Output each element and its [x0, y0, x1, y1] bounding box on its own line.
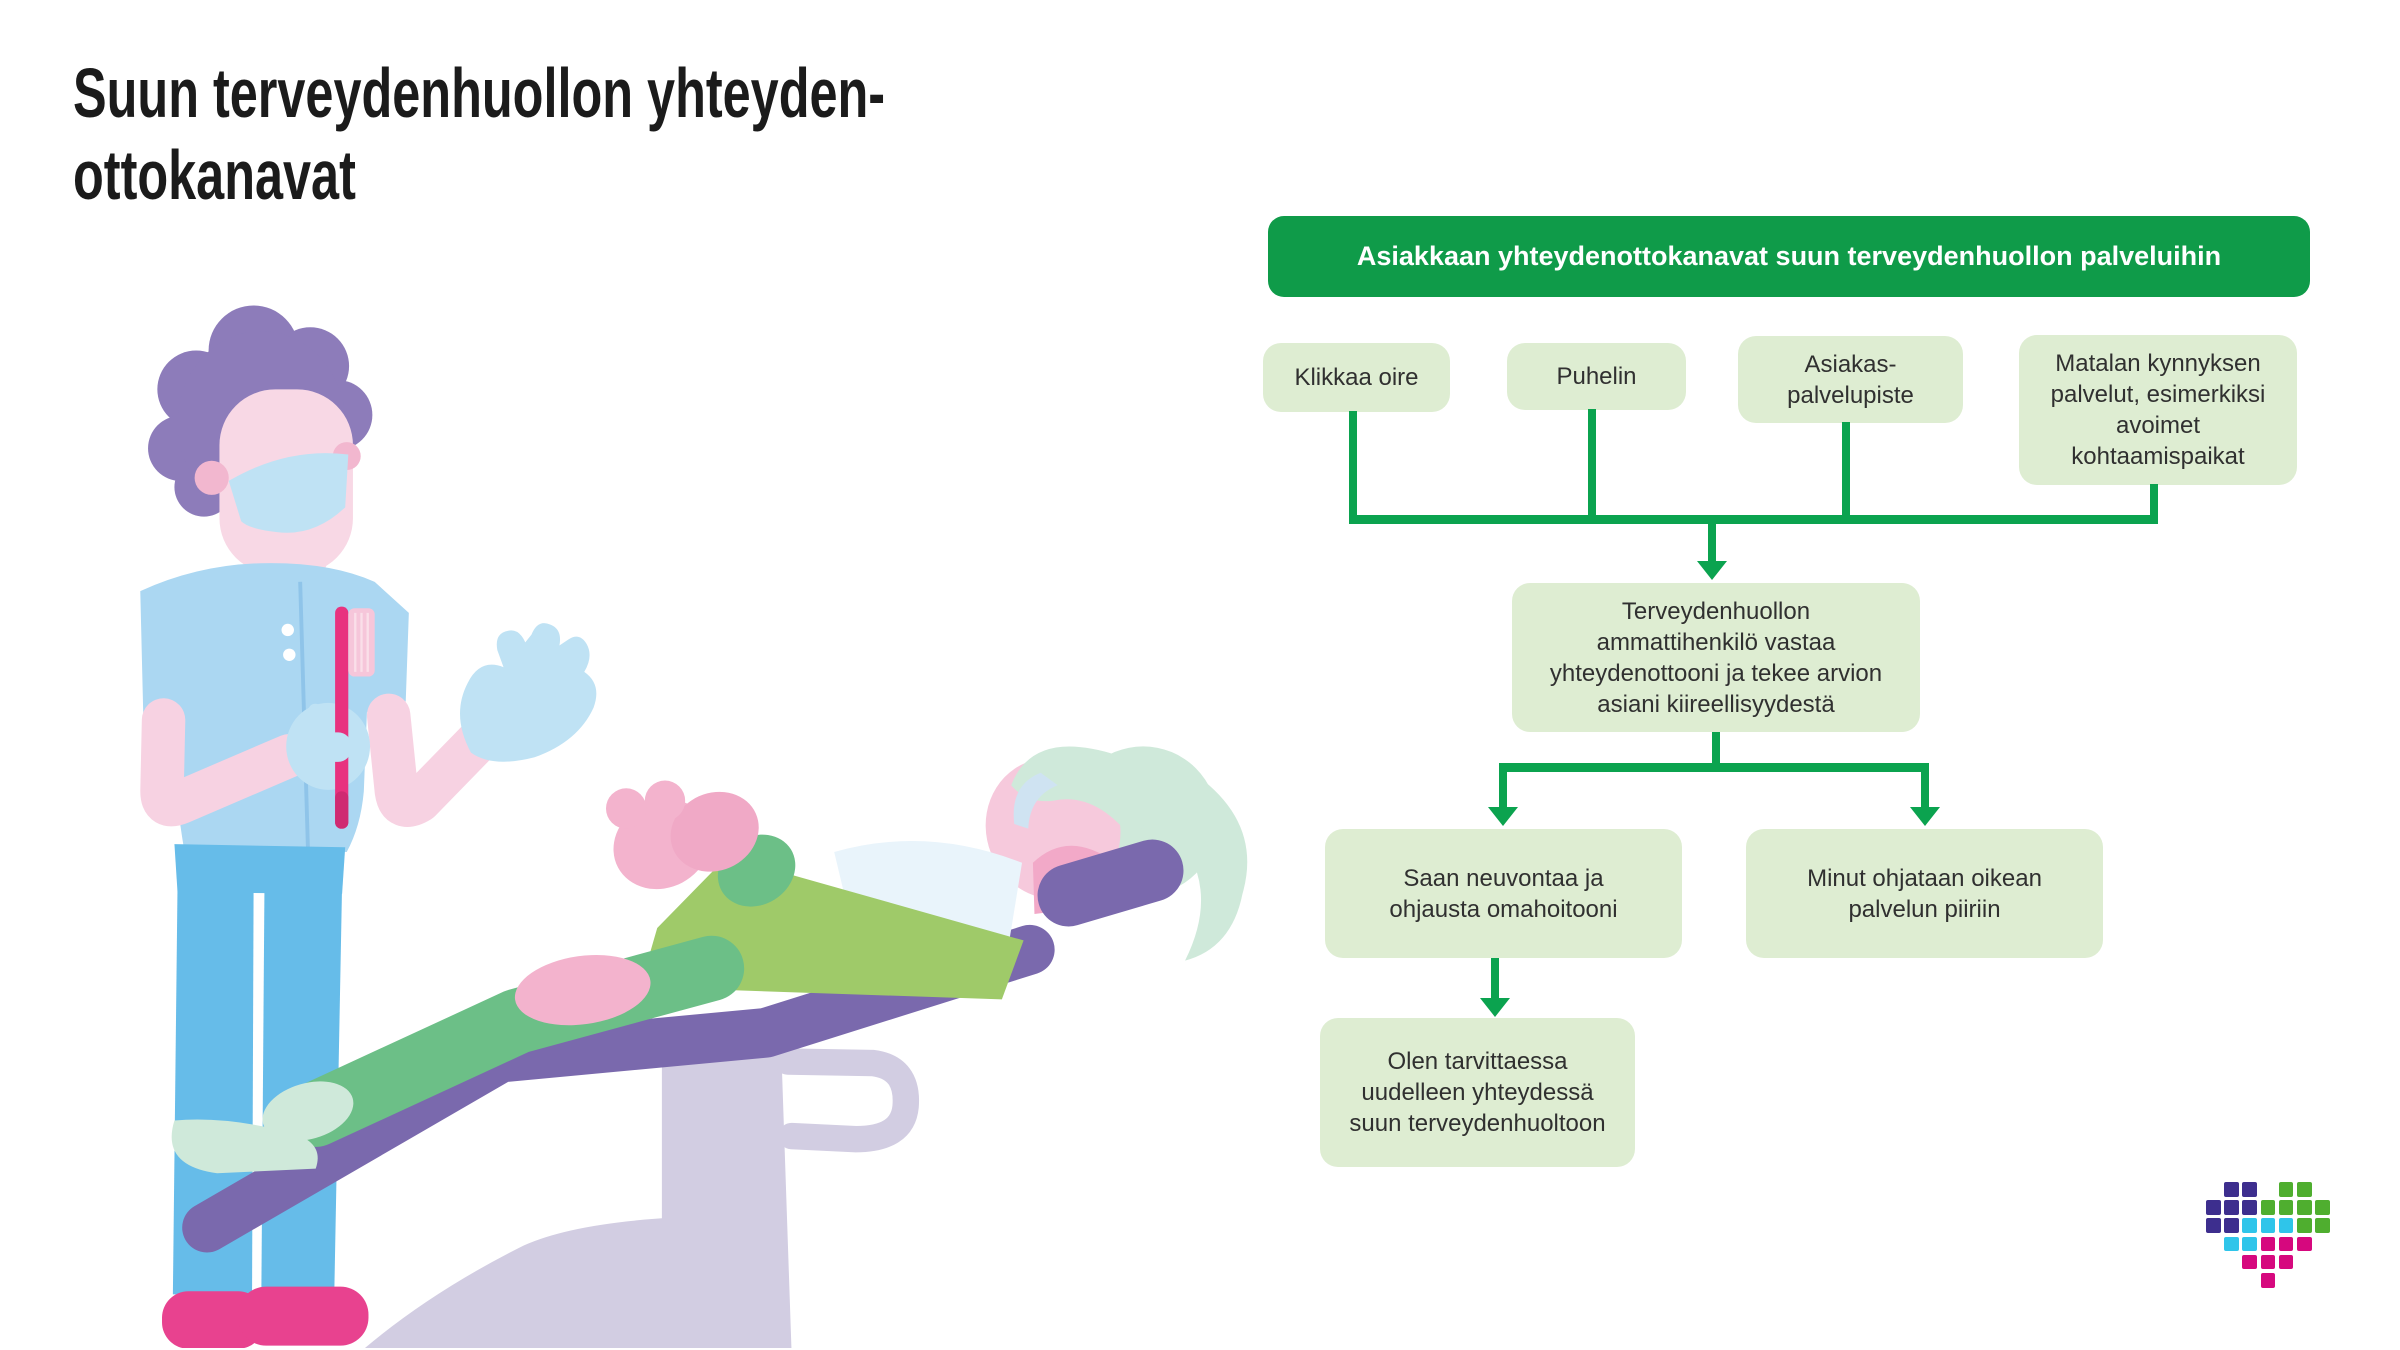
connector-line	[2150, 484, 2158, 519]
logo-pixel	[2260, 1254, 2276, 1270]
dentist-figure	[140, 305, 597, 1348]
arrow-down-icon	[1910, 807, 1940, 826]
dentist-open-glove	[460, 623, 597, 762]
logo-pixel	[2297, 1200, 2312, 1215]
dentist-ear	[194, 460, 229, 495]
connector-line	[1588, 409, 1596, 519]
patient-hair-clip	[1013, 772, 1058, 829]
outcome-box-neuvonta: Saan neuvontaa ja ohjausta omahoitooni	[1325, 829, 1682, 958]
chair-armrest-loop	[774, 1048, 920, 1153]
patient-shirt	[834, 841, 1023, 949]
connector-line	[1712, 732, 1720, 767]
connector-line	[1708, 515, 1716, 563]
toothbrush	[335, 606, 375, 829]
logo-pixel	[2242, 1254, 2257, 1270]
followup-box: Olen tarvittaessa uudelleen yhteydessä s…	[1320, 1018, 1635, 1167]
arrow-down-icon	[1488, 807, 1518, 826]
channel-label: Klikkaa oire	[1294, 364, 1419, 391]
followup-label: Olen tarvittaessa uudelleen yhteydessä s…	[1349, 1048, 1606, 1137]
logo-pixel	[2297, 1182, 2312, 1197]
dentist-face-mask	[228, 453, 349, 533]
dentist-shoe	[162, 1291, 265, 1348]
logo-pixel	[2206, 1200, 2221, 1215]
logo-pixel	[2278, 1254, 2294, 1270]
logo-pixel	[2260, 1200, 2276, 1215]
patient-hip-hand	[514, 954, 651, 1026]
logo-pixel	[2297, 1236, 2312, 1252]
dentist-patient-illustration	[140, 305, 1248, 1348]
channel-box-matalan-kynnyksen: Matalan kynnyksen palvelut, esimerkiksi …	[2019, 335, 2297, 485]
logo-pixel	[2242, 1218, 2257, 1233]
logo-pixel	[2315, 1200, 2330, 1215]
patient-hand	[670, 791, 759, 872]
channel-box-puhelin: Puhelin	[1507, 343, 1686, 410]
dentist-shoe	[238, 1286, 369, 1346]
logo-pixel	[2278, 1200, 2294, 1215]
logo-pixel	[2206, 1218, 2221, 1233]
dentist-right-arm	[366, 693, 499, 827]
logo-pixel	[2278, 1182, 2294, 1197]
outcome-label: Minut ohjataan oikean palvelun piiriin	[1807, 864, 2042, 923]
connector-line	[1499, 763, 1929, 772]
logo-pixel	[2224, 1182, 2239, 1197]
assessment-box: Terveydenhuollon ammattihenkilö vastaa y…	[1512, 583, 1920, 732]
channel-label: Puhelin	[1556, 363, 1637, 390]
outcome-box-ohjaus: Minut ohjataan oikean palvelun piiriin	[1746, 829, 2103, 958]
logo-pixel	[2242, 1182, 2257, 1197]
patient-sock	[171, 1119, 318, 1174]
assessment-label: Terveydenhuollon ammattihenkilö vastaa y…	[1549, 597, 1883, 718]
logo-pixel	[2278, 1236, 2294, 1252]
flowchart-header: Asiakkaan yhteydenottokanavat suun terve…	[1268, 216, 2310, 297]
connector-line	[1491, 958, 1499, 1000]
connector-line	[1349, 515, 2158, 524]
connector-line	[1499, 763, 1507, 809]
dentist-left-arm	[140, 698, 312, 827]
logo-pixel	[2224, 1218, 2239, 1233]
logo-pixel	[2297, 1218, 2312, 1233]
patient-body	[171, 780, 1024, 1174]
connector-line	[1842, 422, 1850, 519]
pixel-heart-logo	[2206, 1182, 2334, 1292]
chair-headrest	[1037, 839, 1184, 927]
logo-pixel	[2278, 1218, 2294, 1233]
patient-ponytail	[1184, 775, 1248, 961]
channel-label: Asiakas- palvelupiste	[1787, 350, 1914, 409]
logo-pixel	[2315, 1218, 2330, 1233]
arrow-down-icon	[1480, 998, 1510, 1017]
channel-box-asiakaspalvelupiste: Asiakas- palvelupiste	[1738, 336, 1963, 423]
connector-line	[1921, 763, 1929, 809]
logo-pixel	[2242, 1236, 2257, 1252]
dental-chair-base	[364, 1048, 920, 1348]
logo-pixel	[2260, 1218, 2276, 1233]
logo-pixel	[2242, 1200, 2257, 1215]
logo-pixel	[2224, 1236, 2239, 1252]
patient-sock	[262, 1081, 354, 1141]
logo-pixel	[2260, 1273, 2276, 1288]
arrow-down-icon	[1697, 561, 1727, 580]
channel-label: Matalan kynnyksen palvelut, esimerkiksi …	[2050, 350, 2266, 470]
logo-pixel	[2260, 1236, 2276, 1252]
connector-line	[1349, 411, 1357, 519]
outcome-label: Saan neuvontaa ja ohjausta omahoitooni	[1389, 864, 1618, 923]
page-title: Suun terveydenhuollon yhteyden- ottokana…	[73, 54, 886, 214]
logo-pixel	[2224, 1200, 2239, 1215]
channel-box-klikkaa-oire: Klikkaa oire	[1263, 343, 1450, 412]
